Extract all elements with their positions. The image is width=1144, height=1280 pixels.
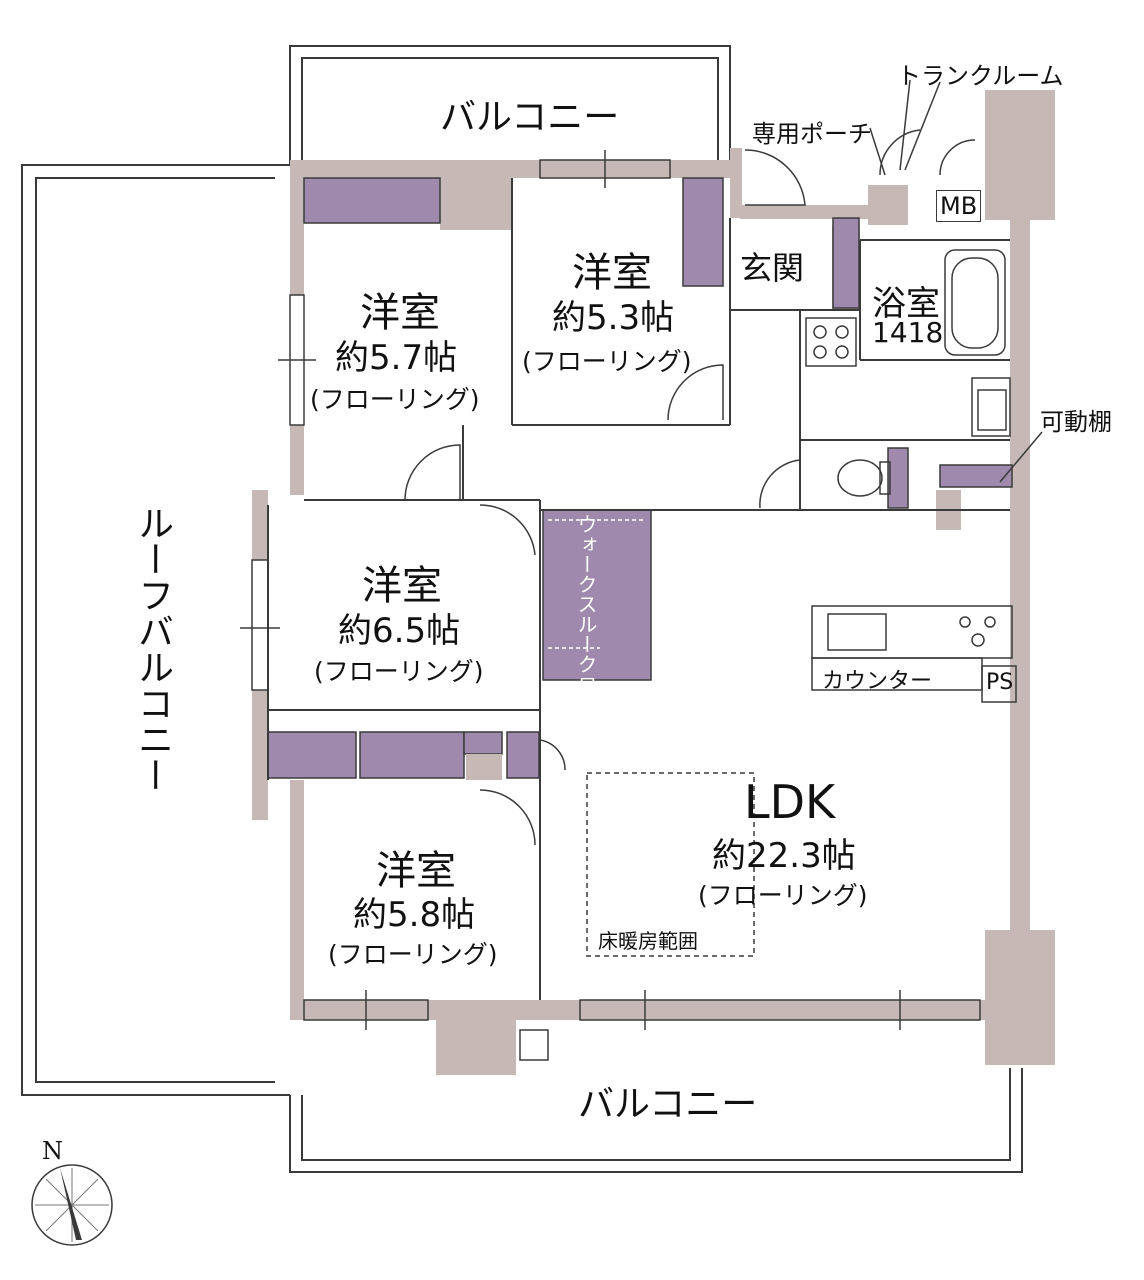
bath-name: 浴室 bbox=[872, 284, 940, 324]
room-2-name: 洋室 bbox=[572, 250, 652, 296]
porch-label: 専用ポーチ bbox=[752, 120, 872, 148]
doors bbox=[404, 129, 976, 846]
top-balcony-label: バルコニー bbox=[440, 97, 620, 138]
room-4-size: 約5.8帖 bbox=[353, 895, 476, 935]
ldk-floor: (フローリング) bbox=[698, 881, 868, 910]
bottom-balcony bbox=[289, 1068, 1023, 1173]
room-2-size: 約5.3帖 bbox=[552, 298, 675, 338]
top-balcony bbox=[289, 45, 731, 165]
movable-shelf-label: 可動棚 bbox=[1040, 408, 1112, 436]
leader-lines bbox=[869, 79, 1043, 483]
mb-label: MB bbox=[936, 190, 982, 222]
room-4-floor: (フローリング) bbox=[328, 940, 498, 969]
windows bbox=[240, 150, 981, 1030]
ldk-size: 約22.3帖 bbox=[712, 836, 856, 876]
ps-label: PS bbox=[986, 670, 1014, 695]
room-2-floor: (フローリング) bbox=[522, 347, 692, 376]
trunk-room-label: トランクルーム bbox=[897, 62, 1064, 90]
north-label: N bbox=[42, 1137, 63, 1165]
room-1-name: 洋室 bbox=[360, 290, 440, 336]
bath-size: 1418 bbox=[872, 316, 944, 349]
room-3-size: 約6.5帖 bbox=[338, 611, 461, 651]
bottom-balcony-label: バルコニー bbox=[578, 1084, 758, 1125]
storage bbox=[267, 177, 1013, 779]
room-3-name: 洋室 bbox=[362, 563, 442, 609]
floor-heating-label: 床暖房範囲 bbox=[598, 929, 698, 953]
ldk-name: LDK bbox=[744, 775, 836, 829]
roof-balcony-label: ルーフバルコニー bbox=[132, 505, 173, 793]
room-3-floor: (フローリング) bbox=[314, 657, 484, 686]
compass-icon bbox=[31, 1164, 113, 1246]
room-4-name: 洋室 bbox=[376, 848, 456, 894]
kitchen-counter bbox=[811, 605, 1017, 703]
bath-fixtures bbox=[519, 249, 1011, 1061]
floor-heating-area bbox=[586, 772, 755, 957]
entrance-label: 玄関 bbox=[740, 249, 805, 287]
roof-balcony bbox=[21, 164, 290, 1096]
walk-through-closet-label: ウォークスルークローゼット bbox=[574, 514, 598, 774]
closet-rails bbox=[548, 519, 645, 649]
room-1-floor: (フローリング) bbox=[310, 385, 480, 414]
counter-label: カウンター bbox=[822, 669, 933, 694]
room-1-size: 約5.7帖 bbox=[335, 338, 458, 378]
pillar bbox=[466, 754, 502, 780]
